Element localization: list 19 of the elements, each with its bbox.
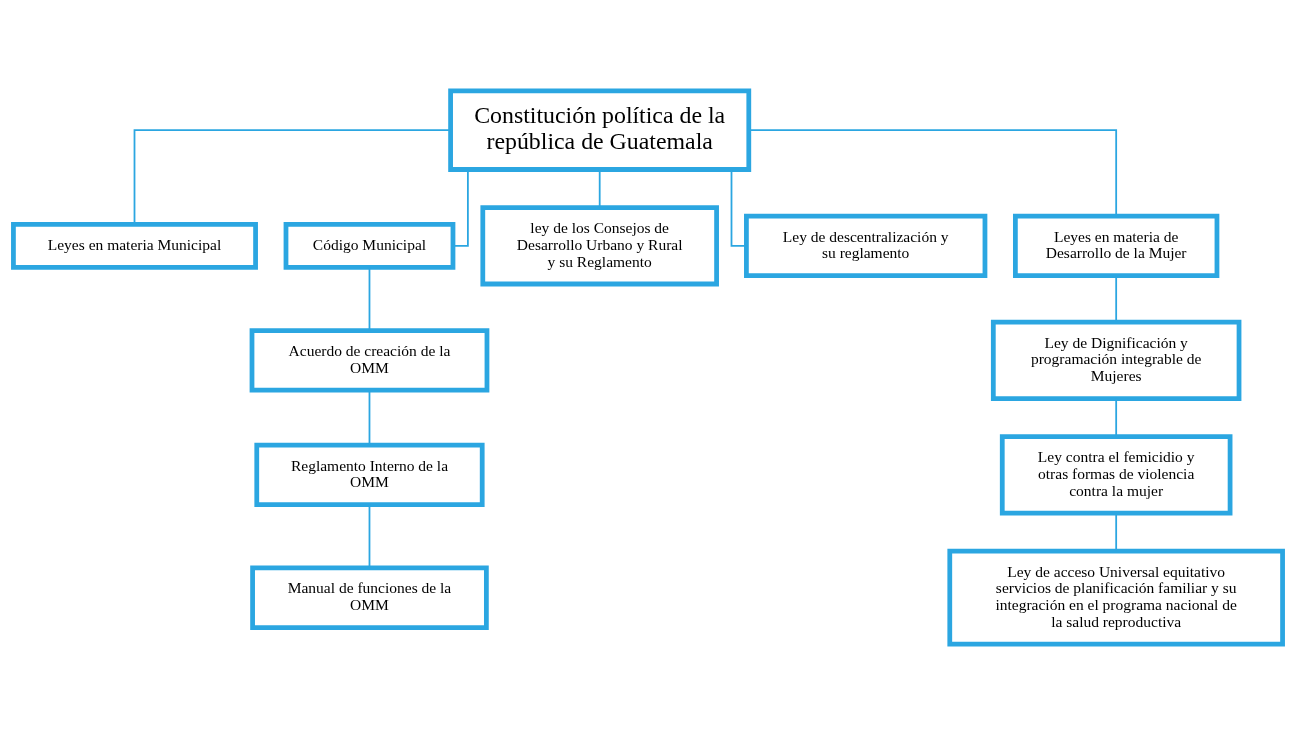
node-box: Constitución política de la república de Guatemala xyxy=(448,88,752,172)
connector xyxy=(748,129,1118,217)
node-box: ley de los Consejos de Desarrollo Urbano y Rural y su Reglamento xyxy=(480,205,719,287)
connector xyxy=(368,504,371,569)
node-box: Código Municipal xyxy=(283,221,456,270)
node-box: Ley de Dignificación y programación integrable de Mujeres xyxy=(990,319,1242,401)
node-box: Acuerdo de creación de la OMM xyxy=(249,328,490,393)
node-box: Leyes en materia Municipal xyxy=(11,221,258,270)
connector xyxy=(1115,275,1118,323)
node-box: Ley contra el femicidio y otras formas de violencia contra la mujer xyxy=(999,434,1233,516)
node-box: Leyes en materia de Desarrollo de la Mujer xyxy=(1013,213,1220,279)
node-box: Reglamento Interno de la OMM xyxy=(254,442,485,508)
connector xyxy=(368,266,371,332)
connector xyxy=(133,129,452,225)
connector xyxy=(1115,512,1118,552)
node-box: Ley de descentralización y su reglamento xyxy=(744,213,988,279)
node-box: Manual de funciones de la OMM xyxy=(250,565,489,630)
node-box: Ley de acceso Universal equitativo servicios de planificación familiar y su integración en el programa nacional de la salud reproductiva xyxy=(947,548,1285,647)
connector xyxy=(368,389,371,446)
